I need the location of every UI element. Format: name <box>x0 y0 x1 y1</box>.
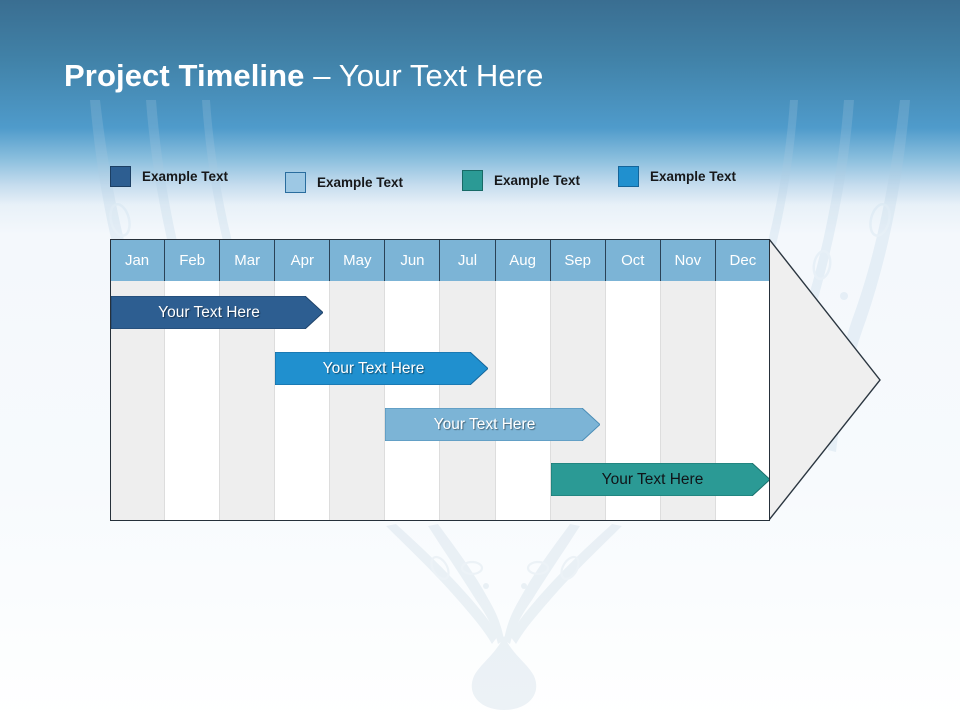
gantt-column-aug <box>495 281 551 521</box>
legend-item-3[interactable]: Example Text <box>462 170 580 191</box>
legend-item-2[interactable]: Example Text <box>285 172 403 193</box>
month-header-oct[interactable]: Oct <box>605 239 661 281</box>
month-header-nov[interactable]: Nov <box>660 239 716 281</box>
month-header-feb[interactable]: Feb <box>165 239 221 281</box>
page-title-strong: Project Timeline <box>64 58 305 93</box>
legend-swatch-icon-4 <box>618 166 639 187</box>
water-droplet-watermark <box>380 524 630 714</box>
month-header-may[interactable]: May <box>330 239 386 281</box>
page-title-dash: – <box>304 58 339 93</box>
legend-label-1: Example Text <box>142 169 229 184</box>
legend-label-3: Example Text <box>494 173 581 188</box>
gantt-bar-shape-1 <box>111 296 323 329</box>
month-header-dec[interactable]: Dec <box>715 239 770 281</box>
month-header-aug[interactable]: Aug <box>495 239 551 281</box>
legend-item-1[interactable]: Example Text <box>110 166 228 187</box>
gantt-column-may <box>330 281 386 521</box>
legend-label-2: Example Text <box>317 175 404 190</box>
gantt-bar-1[interactable]: Your Text Here <box>111 296 323 329</box>
legend-label-4: Example Text <box>650 169 737 184</box>
gantt-bar-shape-4 <box>551 463 770 496</box>
legend: Example Text Example Text Example Text E… <box>110 166 810 198</box>
month-header-jul[interactable]: Jul <box>440 239 496 281</box>
month-header-jun[interactable]: Jun <box>385 239 441 281</box>
gantt-bar-2[interactable]: Your Text Here <box>275 352 488 385</box>
timeline-arrow-head <box>768 236 881 523</box>
gantt-bar-label-3: Your Text Here <box>433 415 536 433</box>
gantt-bar-shape-2 <box>275 352 488 385</box>
gantt-bar-label-2: Your Text Here <box>322 359 425 377</box>
legend-swatch-icon-3 <box>462 170 483 191</box>
legend-swatch-icon-2 <box>285 172 306 193</box>
gantt-bar-label-1: Your Text Here <box>158 303 260 321</box>
month-header-mar[interactable]: Mar <box>220 239 276 281</box>
month-header-jan[interactable]: Jan <box>110 239 166 281</box>
month-header-apr[interactable]: Apr <box>275 239 331 281</box>
page-title: Project Timeline – Your Text Here <box>64 58 543 94</box>
gantt-bar-label-4: Your Text Here <box>601 470 704 488</box>
month-header-sep[interactable]: Sep <box>550 239 606 281</box>
gantt-bar-3[interactable]: Your Text Here <box>385 408 600 441</box>
gantt-column-jul <box>440 281 496 521</box>
gantt-column-jun <box>385 281 441 521</box>
gantt-bar-4[interactable]: Your Text Here <box>551 463 770 496</box>
legend-swatch-icon-1 <box>110 166 131 187</box>
legend-item-4[interactable]: Example Text <box>618 166 736 187</box>
gantt-bar-shape-3 <box>385 408 600 441</box>
page-title-light: Your Text Here <box>338 58 544 93</box>
